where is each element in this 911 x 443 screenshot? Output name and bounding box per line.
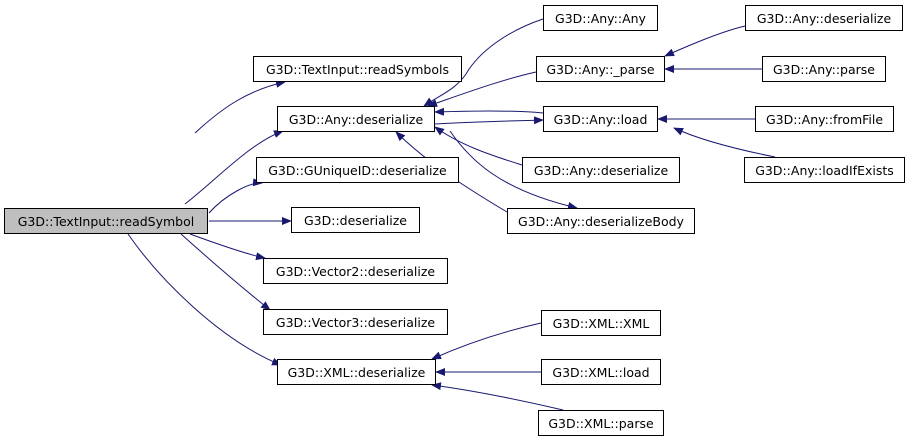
edge-any-deserialize-3-to-any-parse-internal — [664, 25, 746, 57]
node-any-deserialize[interactable]: G3D::Any::deserialize — [277, 106, 435, 132]
edge-any-any-to-any-deserialize — [423, 18, 544, 107]
node-any-deserialize-2[interactable]: G3D::Any::deserialize — [522, 157, 680, 183]
edge-any-deserialize-2-to-any-deserialize — [434, 126, 523, 166]
edge-any-deserialize-to-root — [184, 130, 284, 205]
node-any-deserialize-3[interactable]: G3D::Any::deserialize — [745, 5, 903, 31]
node-vector2-deserialize[interactable]: G3D::Vector2::deserialize — [263, 258, 448, 284]
node-any-any[interactable]: G3D::Any::Any — [543, 5, 658, 31]
node-any-load[interactable]: G3D::Any::load — [543, 106, 658, 132]
edge-readsymbols-to-root — [194, 79, 286, 134]
node-any-parse[interactable]: G3D::Any::parse — [762, 56, 886, 82]
node-xml-deserialize[interactable]: G3D::XML::deserialize — [277, 359, 436, 385]
node-vector3-deserialize[interactable]: G3D::Vector3::deserialize — [263, 309, 448, 335]
node-xml-xml[interactable]: G3D::XML::XML — [541, 310, 661, 336]
node-any-loadifexists[interactable]: G3D::Any::loadIfExists — [744, 157, 905, 183]
node-xml-parse[interactable]: G3D::XML::parse — [538, 410, 664, 436]
node-textinput-readsymbol: G3D::TextInput::readSymbol — [4, 208, 208, 234]
edge-any-loadifexists-to-any-load — [673, 127, 776, 158]
edge-any-parse-internal-to-any-deserialize — [427, 71, 537, 107]
node-any-deserializebody[interactable]: G3D::Any::deserializeBody — [507, 208, 695, 234]
edge-any-load-to-any-deserialize — [434, 107, 544, 116]
edge-any-deserialize-to-any-deserializebody — [449, 130, 578, 210]
edge-any-deserialize-to-any-load — [434, 116, 544, 125]
node-textinput-readsymbols[interactable]: G3D::TextInput::readSymbols — [253, 56, 462, 82]
node-guniqueid-deserialize[interactable]: G3D::GUniqueID::deserialize — [256, 157, 459, 183]
edge-vector2-deserialize-to-root — [189, 233, 266, 261]
edge-xml-deserialize-to-root — [127, 233, 282, 366]
node-xml-load[interactable]: G3D::XML::load — [541, 359, 661, 385]
edge-xml-parse-to-xml-deserialize — [431, 382, 564, 411]
edge-xml-xml-to-xml-deserialize — [431, 322, 542, 360]
edge-vector3-deserialize-to-root — [180, 233, 271, 311]
node-any-parse-internal[interactable]: G3D::Any::_parse — [536, 56, 665, 82]
node-any-fromfile[interactable]: G3D::Any::fromFile — [755, 106, 894, 132]
edge-guniqueid-deserialize-to-root — [208, 178, 263, 214]
node-g3d-deserialize[interactable]: G3D::deserialize — [291, 207, 420, 233]
